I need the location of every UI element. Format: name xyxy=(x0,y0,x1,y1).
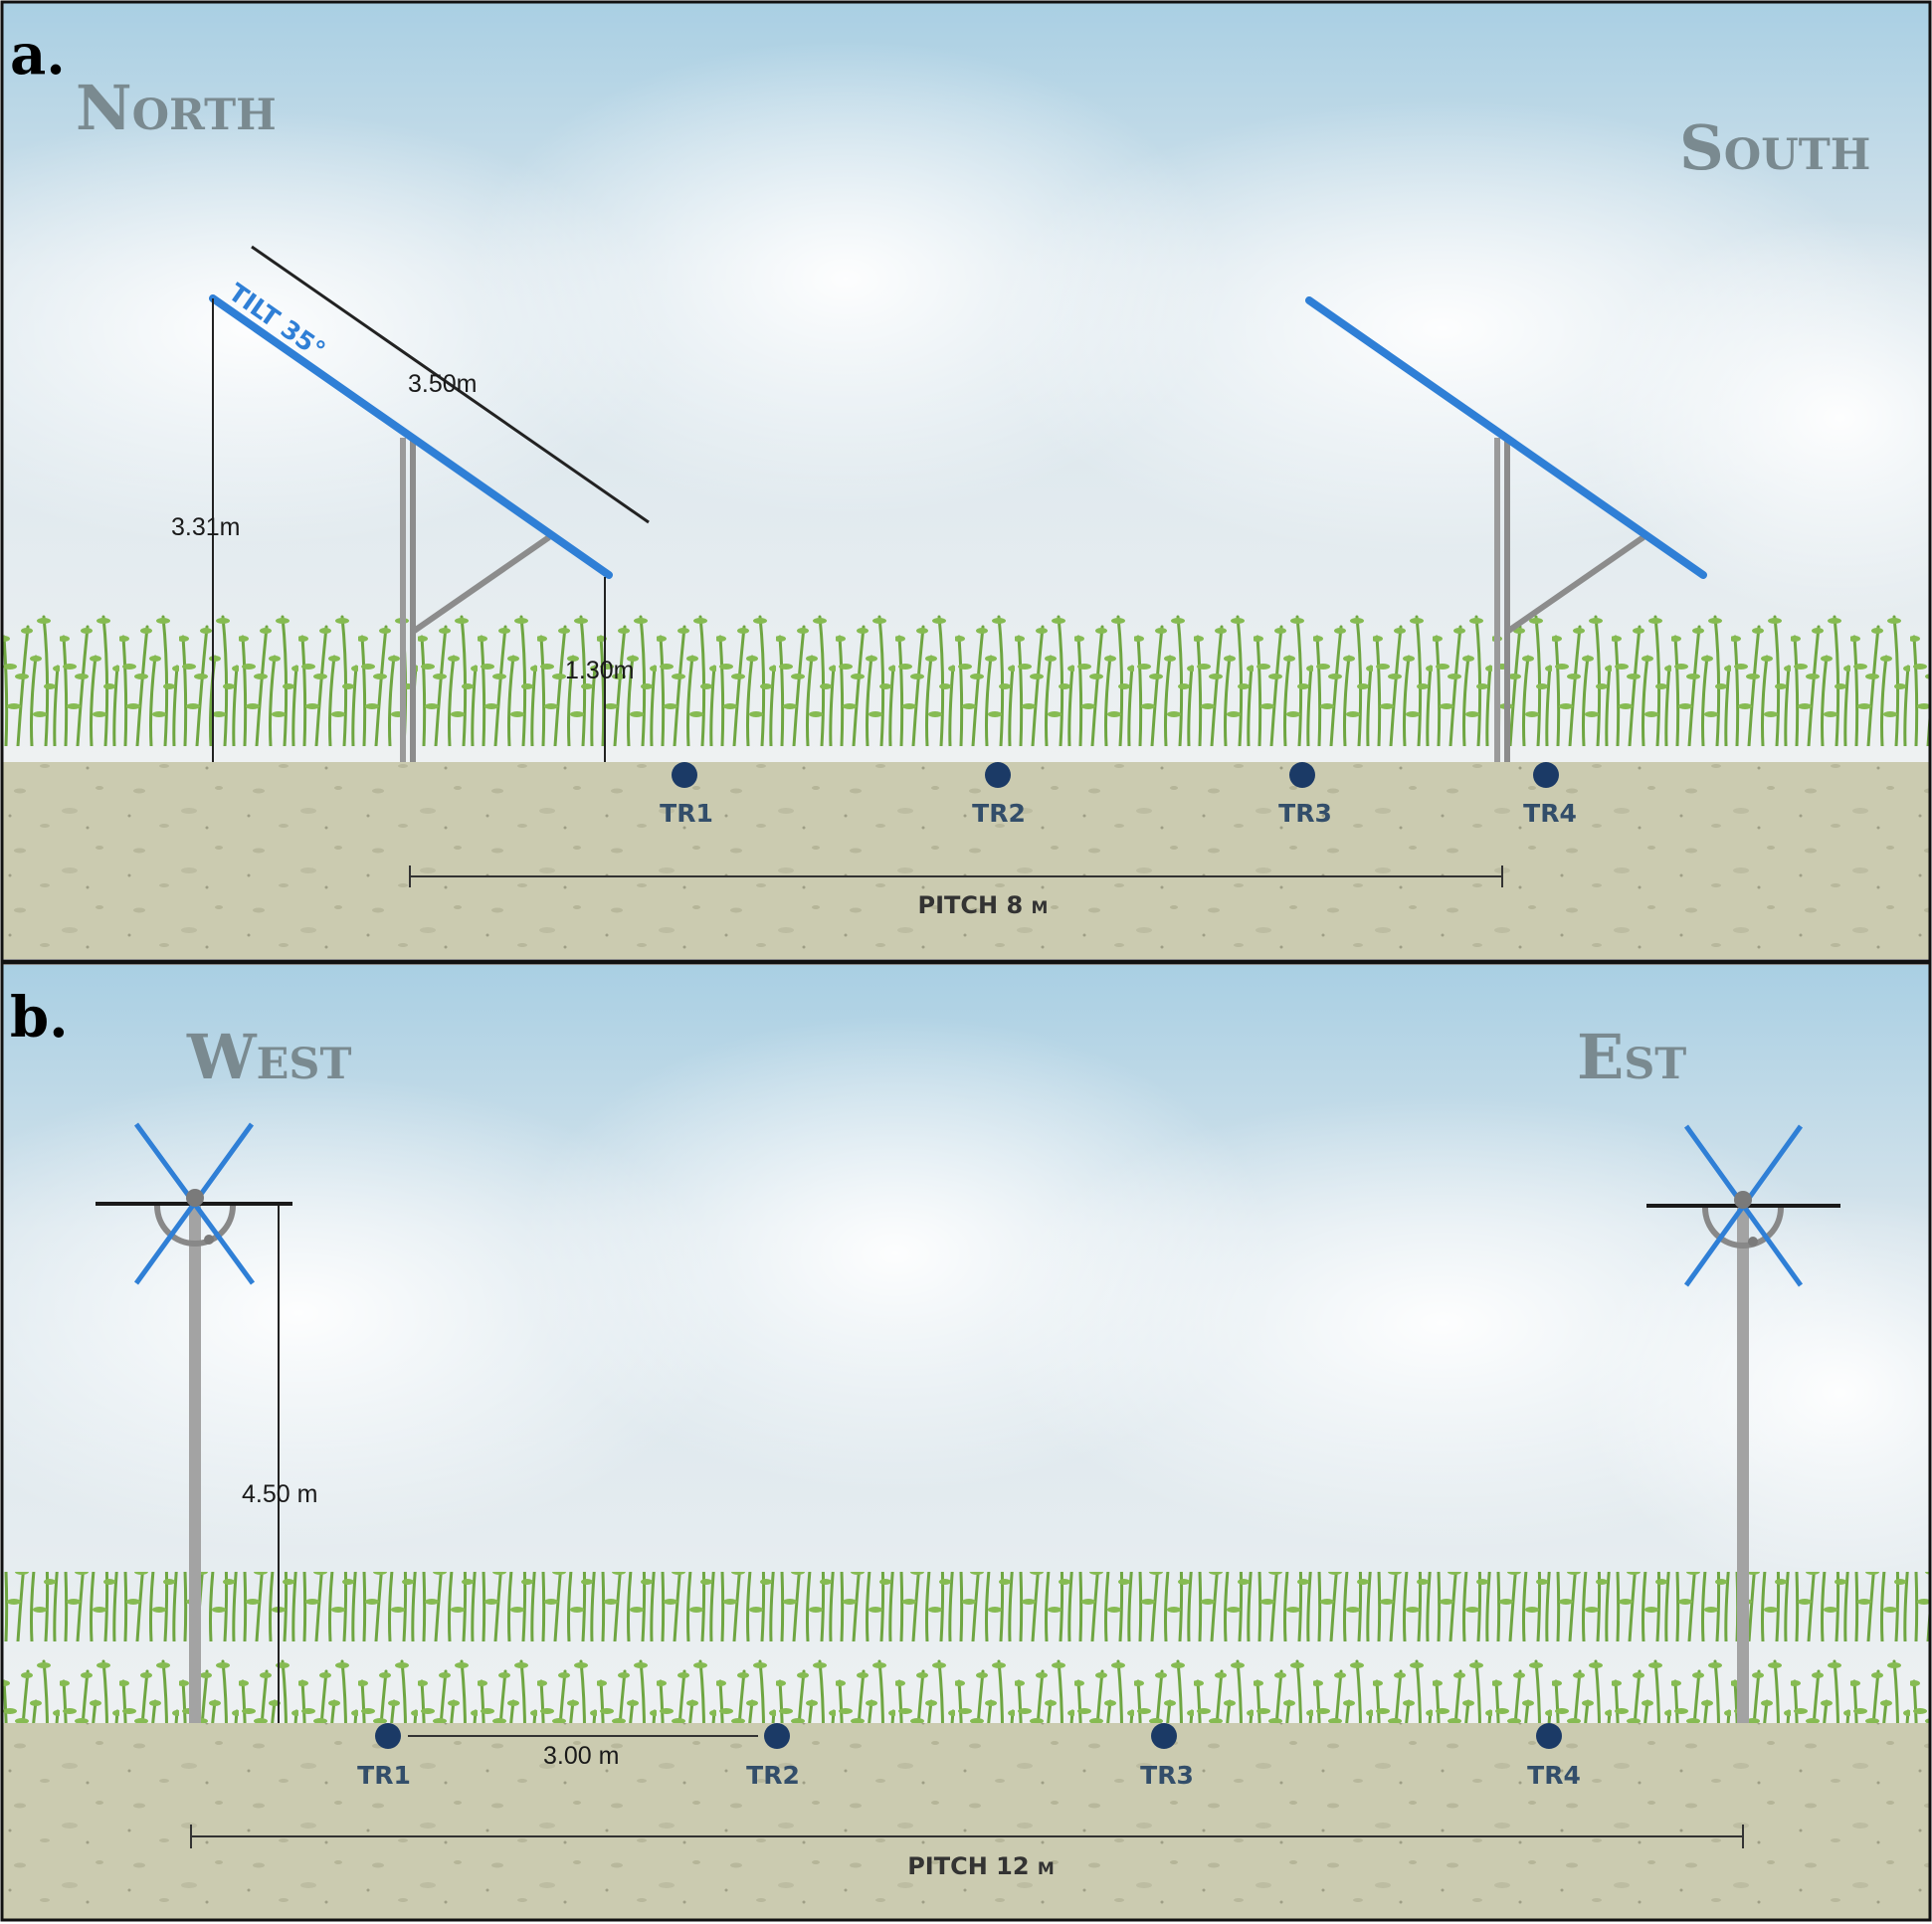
sensor-dot-b-tr4 xyxy=(1536,1723,1562,1749)
solar-panel-right xyxy=(1305,296,1707,579)
sensor-label-b-tr2: TR2 xyxy=(746,1761,800,1790)
panel-b-letter: b. xyxy=(10,985,69,1051)
sensor-dot-a-tr1 xyxy=(672,762,697,788)
panel-b-frame xyxy=(0,961,1932,1922)
panel-a: a. North South TILT 35° 3.50m 3.31m 1.30… xyxy=(0,0,1932,963)
sensor-label-a-tr4: TR4 xyxy=(1523,799,1577,828)
direction-west-label: West xyxy=(186,1021,351,1093)
pitch-label-a: PITCH 8 m xyxy=(918,891,1049,919)
direction-north-label: North xyxy=(76,72,277,144)
sensor-label-a-tr2: TR2 xyxy=(972,799,1026,828)
sensor-dot-a-tr2 xyxy=(985,762,1011,788)
fixed-tilt-structure-left xyxy=(209,294,613,762)
tracker-left xyxy=(96,1122,292,1723)
sensor-label-b-tr4: TR4 xyxy=(1527,1761,1581,1790)
tracker-right xyxy=(1646,1124,1840,1723)
sensor-dots-a xyxy=(672,762,1559,788)
sensor-label-a-tr3: TR3 xyxy=(1278,799,1332,828)
sensor-dot-b-tr3 xyxy=(1151,1723,1177,1749)
direction-east-label: Est xyxy=(1577,1021,1686,1093)
sensor-dot-a-tr3 xyxy=(1289,762,1315,788)
sensor-label-b-tr3: TR3 xyxy=(1140,1761,1194,1790)
pitch-label-b: PITCH 12 m xyxy=(907,1852,1055,1880)
sensor-spacing-label: 3.00 m xyxy=(543,1742,619,1770)
pivot-height-label: 4.50 m xyxy=(242,1480,317,1508)
sensor-label-b-tr1: TR1 xyxy=(357,1761,411,1790)
high-edge-height-label: 3.31m xyxy=(171,513,240,541)
panel-a-ground xyxy=(2,762,1930,959)
direction-south-label: South xyxy=(1679,111,1870,184)
panel-length-label: 3.50m xyxy=(408,370,477,398)
panel-b-vegetation xyxy=(2,1572,1930,1723)
sensor-dot-a-tr4 xyxy=(1533,762,1559,788)
panel-b-ground xyxy=(2,1723,1930,1920)
fixed-tilt-structure-right xyxy=(1305,296,1707,762)
low-edge-height-label: 1.30m xyxy=(565,657,634,684)
panel-a-clouds xyxy=(0,40,1932,617)
panel-length-dimension-line xyxy=(251,245,650,524)
panel-b-clouds xyxy=(0,1015,1932,1592)
sensor-dot-b-tr2 xyxy=(764,1723,790,1749)
solar-panel-left xyxy=(209,294,613,579)
panel-a-frame xyxy=(0,0,1932,963)
pitch-dimension-a xyxy=(409,866,1503,887)
pitch-dimension-b xyxy=(190,1825,1744,1848)
sensor-dot-b-tr1 xyxy=(375,1723,401,1749)
panel-b: b. West Est 4.50 m 3.00 m TR1 TR2 TR3 TR… xyxy=(0,961,1932,1922)
panel-a-letter: a. xyxy=(10,22,66,88)
panel-a-vegetation xyxy=(2,609,1930,762)
sensor-dots-b xyxy=(375,1723,1562,1749)
sensor-label-a-tr1: TR1 xyxy=(660,799,713,828)
